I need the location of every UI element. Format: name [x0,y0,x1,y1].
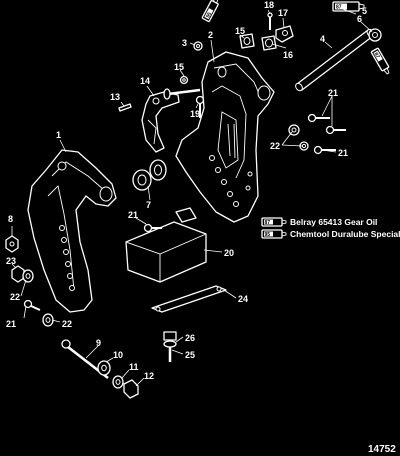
washer-part-26 [163,340,177,348]
callout-16: 16 [283,50,293,60]
plate-part-24 [151,285,227,313]
pin-part-13 [118,103,132,112]
callout-21-mid: 21 [128,210,138,220]
callout-22-left-top: 22 [10,292,20,302]
callout-20: 20 [224,248,234,258]
callout-18: 18 [264,0,274,10]
tilt-lock-lever-part-14 [141,91,180,153]
washer-part-22-right-b [299,141,309,151]
callout-6: 6 [357,14,362,24]
bolt-part-19 [195,95,205,118]
callout-1: 1 [56,130,61,140]
nut-part-12 [123,379,139,399]
callout-10: 10 [113,350,123,360]
bolt-part-21-right-c [313,145,336,155]
callout-11: 11 [129,362,139,372]
tilt-tube-part-4 [295,28,375,92]
callout-14: 14 [140,76,150,86]
callout-25: 25 [185,350,195,360]
bolt-part-21-right-b [325,125,346,135]
legend-row-87: 87 Belray 65413 Gear Oil [261,217,377,227]
legend-code: 87 [265,220,271,226]
callout-15-top: 15 [235,26,245,36]
leader-lines [11,7,373,387]
callout-26: 26 [185,333,195,343]
tube-code: 95 [205,11,213,19]
lubricant-tube-87-top-right: 87 [332,1,365,12]
callout-5: 5 [362,6,367,16]
callout-19: 19 [190,109,200,119]
nut-part-3 [193,41,203,51]
bolt-part-15-mid [163,75,201,100]
callout-22-right: 22 [270,141,280,151]
pin-part-18 [267,12,273,30]
lubricant-tube-87-right: 87 [370,47,390,75]
legend-label: Belray 65413 Gear Oil [290,217,377,227]
lever-part-17 [275,25,294,43]
callout-21-left: 21 [6,319,16,329]
callouts: 1 2 3 4 5 6 7 8 9 10 11 12 13 14 15 15 1… [6,0,367,381]
lubricant-legend: 87 Belray 65413 Gear Oil 95 Chemtool Dur… [261,217,400,239]
callout-21-right-bottom: 21 [338,148,348,158]
callout-4: 4 [320,34,325,44]
bolt-part-21-left [23,299,41,311]
callout-24: 24 [238,294,248,304]
legend-label: Chemtool Duralube Special [290,229,400,239]
callout-12: 12 [144,371,154,381]
spacer-block-part-20 [125,207,207,283]
nut-part-23 [11,265,25,283]
bushing-part-16 [261,35,277,51]
washer-part-7-a [132,169,152,191]
lubricant-tube-95-top: 95 [201,0,219,23]
washer-part-22-left-b [42,313,54,327]
washer-part-7-b [149,159,167,181]
bushing-part-6 [368,28,382,42]
callout-7: 7 [146,200,151,210]
callout-2: 2 [208,30,213,40]
bolt-part-21-mid [143,223,162,233]
callout-3: 3 [182,38,187,48]
clamp-bracket-part-2 [175,51,275,223]
callout-13: 13 [110,92,120,102]
washer-part-10 [97,360,111,376]
legend-row-95: 95 Chemtool Duralube Special [261,229,400,239]
tube-code: 87 [336,5,342,11]
callout-15-mid: 15 [174,62,184,72]
callout-8: 8 [8,214,13,224]
bolt-part-21-right-a [307,113,330,123]
callout-9: 9 [96,338,101,348]
callout-17: 17 [278,8,288,18]
callout-22-left-bottom: 22 [62,319,72,329]
tube-code: 87 [373,52,381,60]
drawing-number: 14752 [368,444,396,455]
legend-code: 95 [265,232,271,238]
washer-part-22-left-a [22,269,34,283]
callout-23: 23 [6,256,16,266]
callout-21-right-top: 21 [328,88,338,98]
clamp-bracket-part-1 [27,149,117,313]
washer-part-11 [112,375,124,389]
nut-part-8 [5,235,19,253]
